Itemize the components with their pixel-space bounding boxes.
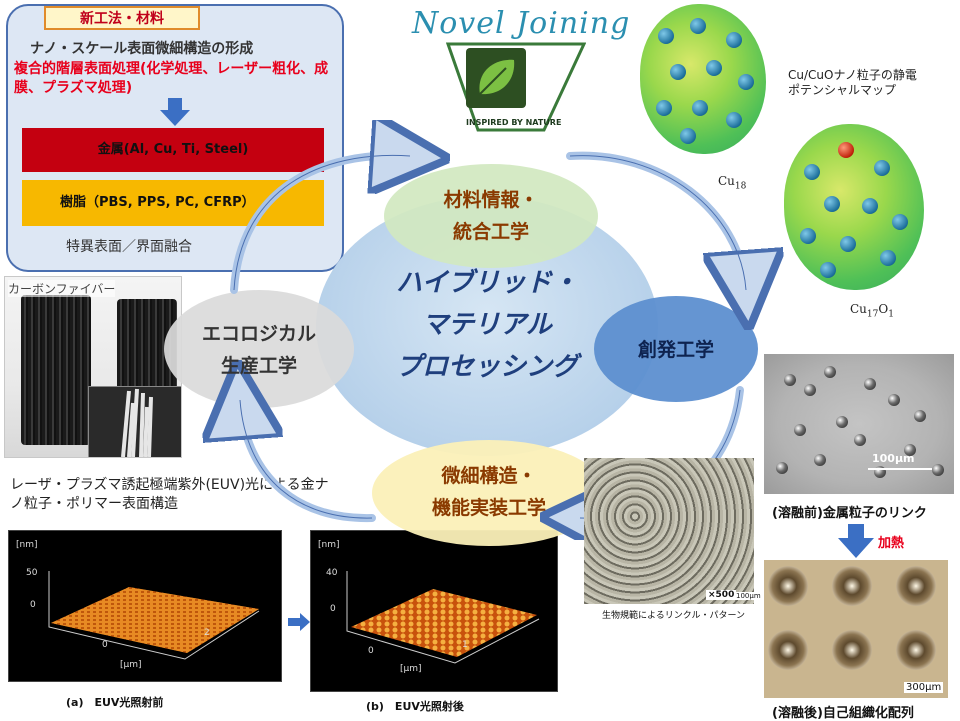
afm-image-after bbox=[310, 530, 558, 692]
cu18-label-base: Cu bbox=[718, 174, 735, 188]
afm-b-ztick-40: 40 bbox=[326, 568, 338, 578]
right-arrow-icon bbox=[288, 613, 310, 631]
afm-b-ztick-0: 0 bbox=[330, 604, 336, 614]
afm-b-xtick-0: 0 bbox=[368, 646, 374, 656]
microstructure-line2: 機能実装工学 bbox=[431, 497, 546, 519]
emergent-engineering-label: 創発工学 bbox=[637, 339, 714, 361]
self-assembly-image bbox=[764, 560, 948, 698]
metal-bar: 金属(Al, Cu, Ti, Steel) bbox=[22, 128, 324, 172]
afm-a-xtick-0: 0 bbox=[102, 640, 108, 650]
after-melting-caption: (溶融後)自己組織化配列 bbox=[772, 706, 914, 721]
materials-informatics-line2: 統合工学 bbox=[452, 221, 529, 243]
central-title-line1: ハイブリッド・ bbox=[396, 268, 578, 298]
afm-b-caption: (b) EUV光照射後 bbox=[366, 700, 464, 713]
bottom-scale-label: 300µm bbox=[904, 682, 944, 693]
ecological-production-line2: 生産工学 bbox=[220, 355, 297, 377]
afm-a-zunit: [nm] bbox=[16, 540, 38, 550]
particle-link-image bbox=[764, 354, 954, 494]
afm-b-xunit: [µm] bbox=[400, 664, 422, 674]
molecule-caption-line2: ポテンシャルマップ bbox=[788, 83, 897, 97]
cu17o1-molecule bbox=[784, 124, 924, 290]
cu17o1-label: Cu17O1 bbox=[850, 302, 894, 319]
cu18-label: Cu18 bbox=[718, 174, 746, 191]
central-title-line3: プロセッシング bbox=[395, 352, 578, 382]
cu18-label-sub: 18 bbox=[734, 181, 747, 192]
top-scale-bar bbox=[868, 468, 932, 470]
afm-b-zunit: [nm] bbox=[318, 540, 340, 550]
euv-title: レーザ・プラズマ誘起極端紫外(EUV)光による金ナノ粒子・ポリマー表面構造 bbox=[10, 477, 329, 512]
afm-a-ztick-0: 0 bbox=[30, 600, 36, 610]
heat-label: 加熱 bbox=[878, 536, 905, 551]
interface-text: 特異表面／界面融合 bbox=[66, 239, 192, 255]
afm-a-caption: (a) EUV光照射前 bbox=[66, 696, 164, 709]
cu18-molecule bbox=[640, 4, 766, 154]
treatment-text: 複合的階層表面処理(化学処理、レーザー粗化、成膜、プラズマ処理) bbox=[14, 61, 329, 96]
sem-fiber-image bbox=[88, 386, 181, 457]
top-scale-label: 100µm bbox=[872, 452, 915, 465]
afm-a-ztick-50: 50 bbox=[26, 568, 38, 578]
cu17o1-label-sub-o: 1 bbox=[888, 309, 894, 320]
molecule-caption: Cu/CuOナノ粒子の静電 ポテンシャルマップ bbox=[788, 68, 917, 98]
ecological-production-line1: エコロジカル bbox=[201, 323, 316, 345]
carbon-fiber-label: カーボンファイバー bbox=[8, 280, 116, 297]
afm-a-xtick-2: 2 bbox=[204, 628, 210, 638]
microstructure-label: 微細構造・ 機能実装工学 bbox=[372, 460, 606, 524]
down-arrow-icon bbox=[160, 98, 190, 126]
logo-tagline: INSPIRED BY NATURE bbox=[466, 118, 562, 127]
materials-informatics-label: 材料情報・ 統合工学 bbox=[384, 184, 598, 248]
resin-bar: 樹脂（PBS, PPS, PC, CFRP） bbox=[22, 180, 324, 226]
central-title-line2: マテリアル bbox=[422, 310, 552, 340]
wrinkle-pattern-image bbox=[584, 458, 754, 604]
cu17o1-label-base-cu: Cu bbox=[850, 302, 867, 316]
section-tag: 新工法・材料 bbox=[44, 6, 200, 30]
wrinkle-scale: 100µm bbox=[734, 592, 763, 600]
afm-a-xunit: [µm] bbox=[120, 660, 142, 670]
before-melting-caption: (溶融前)金属粒子のリンク bbox=[772, 506, 927, 521]
ecological-production-label: エコロジカル 生産工学 bbox=[164, 318, 354, 382]
molecule-caption-line1: Cu/CuOナノ粒子の静電 bbox=[788, 68, 917, 82]
cu17o1-label-base-o: O bbox=[878, 302, 889, 316]
cu17o1-label-sub-cu: 17 bbox=[866, 309, 879, 320]
wrinkle-caption: 生物規範によるリンクル・パターン bbox=[602, 611, 746, 621]
afm-b-xtick-1: 1 bbox=[462, 640, 468, 650]
central-title: ハイブリッド・ マテリアル プロセッシング bbox=[316, 262, 658, 388]
wrinkle-magnification: ×500 bbox=[706, 590, 737, 600]
logo-title: Novel Joining bbox=[412, 6, 631, 41]
afm-image-before bbox=[8, 530, 282, 682]
microstructure-line1: 微細構造・ bbox=[441, 465, 537, 487]
materials-informatics-line1: 材料情報・ bbox=[443, 189, 539, 211]
nano-structure-subtitle: ナノ・スケール表面微細構造の形成 bbox=[30, 41, 254, 57]
heat-down-arrow-icon bbox=[838, 524, 874, 558]
leaf-icon bbox=[466, 48, 526, 108]
